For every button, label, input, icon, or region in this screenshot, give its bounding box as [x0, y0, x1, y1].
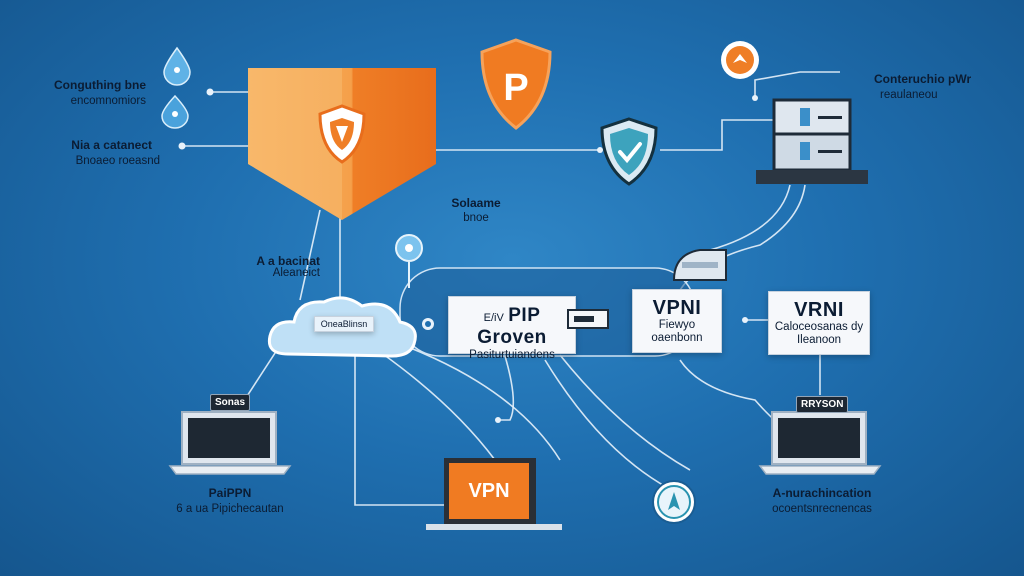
label-laptop-left-1: PaiPPN: [208, 486, 252, 500]
label-laptop-left-2: 6 a ua Pipichecautan: [176, 503, 284, 515]
navigation-badge-icon: [652, 480, 696, 524]
label-mid-left-2: Bnoaeo roeasnd: [75, 155, 160, 167]
vpn-box-2-title: VRNI: [794, 299, 844, 321]
center-box-title: PIP Groven: [477, 305, 547, 348]
router-icon: [672, 249, 727, 281]
usb-connector-icon: [567, 309, 609, 329]
security-shield-badge-icon: [600, 117, 658, 186]
label-top-left-2: encomnomiors: [70, 95, 146, 107]
vpn-node-box-1: VPNI Fiewyo oaenbonn: [632, 289, 722, 353]
laptop-left-chip: Sonas: [210, 394, 251, 411]
label-top-right-2: reaulaneou: [880, 89, 938, 101]
center-gateway-box: E/iV PIP Groven Pasiturtuiandens: [448, 296, 576, 361]
location-pin-icon: [395, 234, 423, 288]
label-laptop-right-1: A-nurachincation: [772, 486, 872, 500]
label-cloud-side-2: Aleaneict: [272, 267, 320, 279]
p-shield-icon: P: [480, 38, 552, 130]
label-top-right-1: Conteruchio pWr: [874, 72, 972, 86]
cloud-inner-label: OneaBlinsn: [314, 316, 374, 332]
droplet-icon: [161, 94, 189, 129]
server-icon: [756, 98, 868, 184]
laptop-icon: [758, 411, 882, 475]
vpn-box-2-line-1: Caloceosanas dy: [774, 321, 864, 333]
connector-node-icon: [422, 318, 434, 330]
droplet-icon: [163, 46, 191, 86]
center-box-subtitle: Pasiturtuiandens: [469, 349, 555, 361]
label-laptop-right-2: ocoentsnrecnencas: [772, 503, 872, 515]
laptop-icon: [168, 411, 292, 475]
label-center-1: Solaame: [451, 196, 501, 210]
vpn-laptop-screen: VPN: [446, 460, 532, 522]
orange-shield-panel-icon: [248, 68, 436, 220]
label-center-2: bnoe: [463, 212, 489, 224]
label-top-left-1: Conguthing bne: [54, 78, 146, 92]
laptop-right-chip: RRYSON: [796, 396, 849, 413]
center-box-prefix: E/iV: [483, 312, 504, 324]
vpn-node-box-2: VRNI Caloceosanas dy Ileanoon: [768, 291, 870, 355]
vpn-box-2-line-2: Ileanoon: [796, 334, 842, 346]
vpn-box-1-line-2: oaenbonn: [651, 332, 703, 344]
alert-badge-icon: [721, 41, 759, 79]
vpn-box-1-title: VPNI: [652, 297, 702, 319]
label-mid-left-1: Nia a catanect: [71, 138, 152, 152]
label-cloud-side-1: A a bacinat: [256, 254, 320, 268]
vpn-box-1-line-1: Fiewyo: [658, 319, 696, 331]
shield-letter: P: [503, 67, 528, 109]
